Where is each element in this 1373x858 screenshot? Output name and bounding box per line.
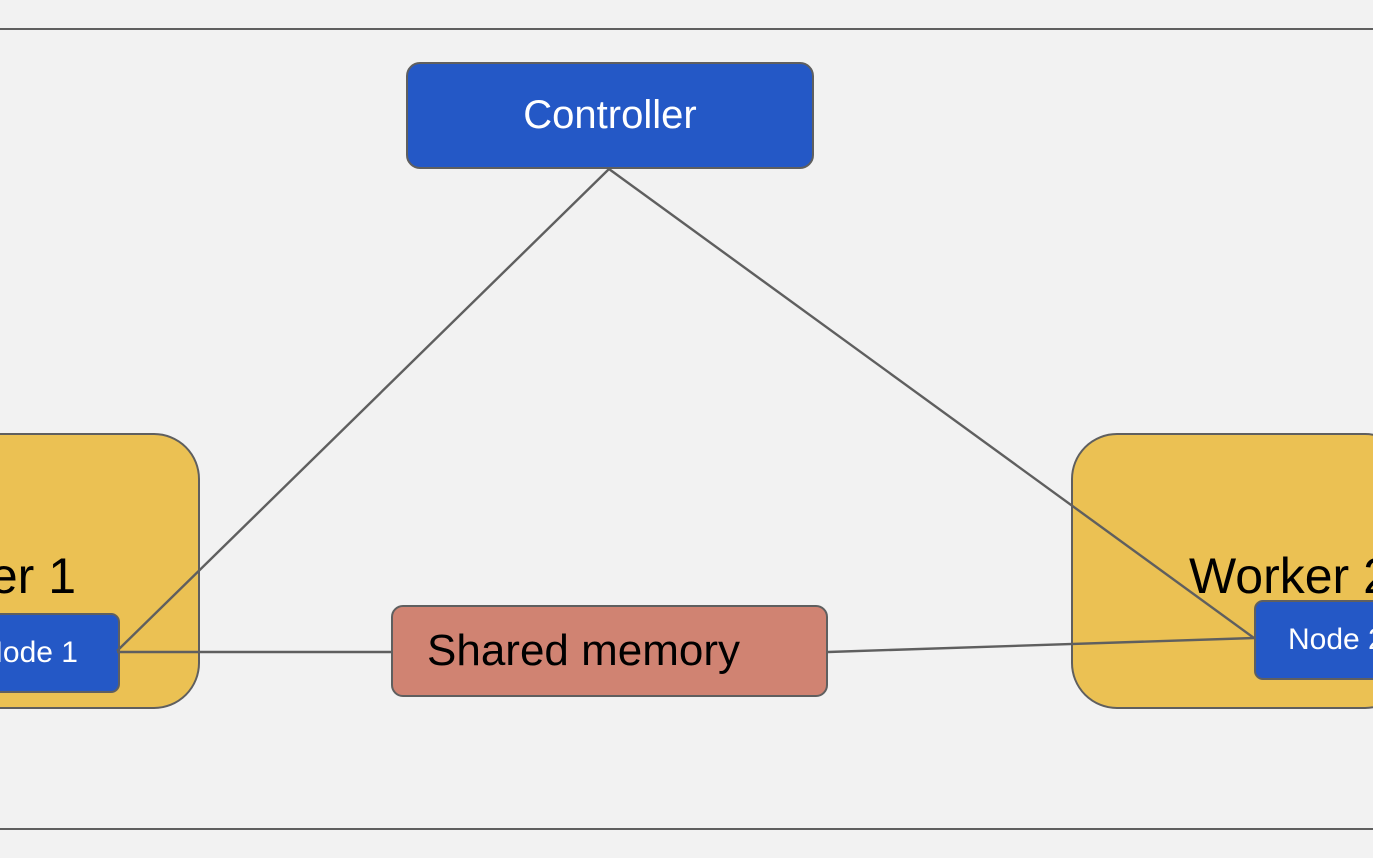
worker-2-label: Worker 2 <box>1189 548 1373 604</box>
node-1-label: Node 1 <box>0 636 78 669</box>
worker-1-label: Worker 1 <box>0 548 76 604</box>
worker-1-box[interactable]: Worker 1 Node 1 <box>0 433 200 709</box>
worker-2-box[interactable]: Worker 2 Node 2 <box>1071 433 1373 709</box>
node-2-label: Node 2 <box>1288 623 1373 656</box>
shared-memory-box[interactable]: Shared memory <box>391 605 828 697</box>
node-1-box[interactable]: Node 1 <box>0 613 120 693</box>
controller-label: Controller <box>523 93 697 137</box>
shared-memory-label: Shared memory <box>427 626 741 675</box>
node-2-box[interactable]: Node 2 <box>1254 600 1373 680</box>
controller-box[interactable]: Controller <box>406 62 814 169</box>
